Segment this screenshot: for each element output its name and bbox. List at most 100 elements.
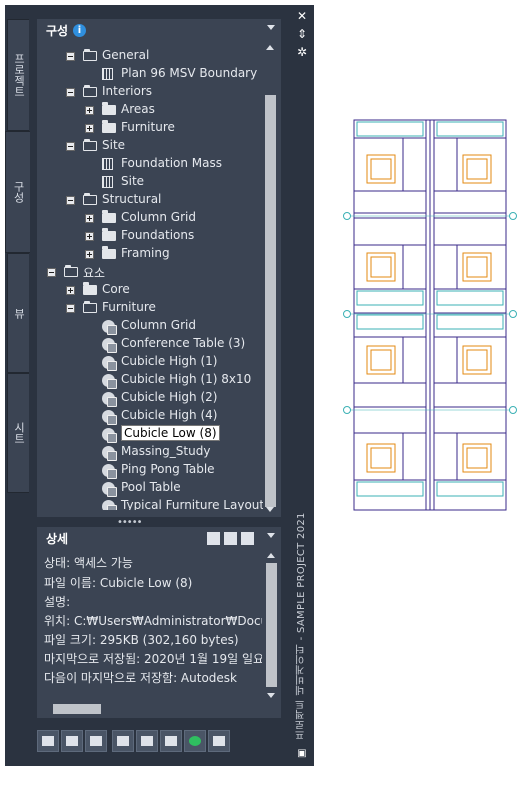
detail-scroll-up-icon[interactable] bbox=[267, 553, 275, 558]
tree-item-label: Typical Furniture Layout bbox=[121, 498, 265, 510]
expand-icon[interactable] bbox=[85, 106, 94, 115]
tree-item[interactable]: Cubicle High (2) bbox=[39, 389, 265, 407]
tree-item[interactable]: Cubicle High (1) 8x10 bbox=[39, 371, 265, 389]
collapse-icon[interactable] bbox=[66, 88, 75, 97]
panel-left bbox=[356, 314, 424, 330]
chair bbox=[462, 252, 492, 282]
collapse-icon[interactable] bbox=[66, 52, 75, 61]
tree-item[interactable]: General bbox=[39, 47, 265, 65]
panel-menu-dropdown-icon[interactable] bbox=[267, 25, 275, 30]
desk-left bbox=[353, 190, 427, 214]
chair-seat bbox=[370, 158, 392, 180]
scroll-down-icon[interactable] bbox=[266, 507, 274, 512]
tree-item[interactable]: Structural bbox=[39, 191, 265, 209]
collapse-icon[interactable] bbox=[66, 196, 75, 205]
tree-item-label: 요소 bbox=[83, 266, 106, 280]
tree-item[interactable]: Site bbox=[39, 173, 265, 191]
construct-icon bbox=[102, 158, 113, 170]
tree-item[interactable]: Foundations bbox=[39, 227, 265, 245]
add-element-icon[interactable] bbox=[37, 730, 59, 752]
chair-seat bbox=[466, 158, 488, 180]
tree-item[interactable]: Furniture bbox=[39, 119, 265, 137]
scroll-up-icon[interactable] bbox=[266, 45, 274, 50]
tree-item[interactable]: Cubicle High (4) bbox=[39, 407, 265, 425]
detail-options-icon[interactable] bbox=[241, 532, 254, 545]
splitter-grip[interactable]: ••••• bbox=[117, 517, 142, 528]
folder-open-icon bbox=[64, 265, 78, 277]
chair bbox=[366, 154, 396, 184]
side-partition-right bbox=[433, 244, 458, 290]
element-icon bbox=[102, 446, 117, 461]
detail-scroll-thumb[interactable] bbox=[266, 563, 277, 687]
tree-item-label: Areas bbox=[121, 102, 155, 116]
tree-item-label: Cubicle Low (8) bbox=[121, 425, 220, 441]
tree-item[interactable]: Cubicle High (1) bbox=[39, 353, 265, 371]
tab-project[interactable]: 프로젝트 bbox=[7, 19, 29, 131]
table-icon[interactable] bbox=[160, 730, 182, 752]
tree-item[interactable]: Typical Furniture Layout bbox=[39, 497, 265, 510]
collapse-icon[interactable] bbox=[66, 142, 75, 151]
tab-views[interactable]: 뷰 bbox=[7, 253, 29, 373]
properties-menu-icon[interactable]: ✲ bbox=[296, 45, 308, 59]
tree-item[interactable]: Plan 96 MSV Boundary bbox=[39, 65, 265, 83]
palette-resize-icon[interactable]: ▣ bbox=[297, 748, 307, 759]
folder-open-icon bbox=[83, 49, 97, 61]
tree-item[interactable]: 요소 bbox=[39, 263, 265, 281]
tree-item[interactable]: Foundation Mass bbox=[39, 155, 265, 173]
tree-item[interactable]: Column Grid bbox=[39, 209, 265, 227]
tree-item[interactable]: Areas bbox=[39, 101, 265, 119]
detail-hscroll-thumb[interactable] bbox=[53, 704, 101, 714]
new-element-icon[interactable] bbox=[61, 730, 83, 752]
tree-item[interactable]: Cubicle Low (8) bbox=[39, 425, 265, 443]
side-tabs: 프로젝트 구성 뷰 시트 bbox=[5, 19, 30, 499]
tree-item[interactable]: Massing_Study bbox=[39, 443, 265, 461]
detail-vertical-scrollbar[interactable] bbox=[264, 549, 279, 703]
detail-file-name: 파일 이름: Cubicle Low (8) bbox=[44, 576, 193, 590]
tree-item[interactable]: Framing bbox=[39, 245, 265, 263]
tree-item-label: Core bbox=[102, 282, 130, 296]
expand-icon[interactable] bbox=[85, 124, 94, 133]
pin-icon[interactable]: ⇕ bbox=[296, 27, 308, 41]
detail-view-icon[interactable] bbox=[224, 532, 237, 545]
tab-sheets-label: 시트 bbox=[12, 422, 26, 444]
panel-right bbox=[436, 314, 504, 330]
tree-item[interactable]: Interiors bbox=[39, 83, 265, 101]
tree-item[interactable]: Conference Table (3) bbox=[39, 335, 265, 353]
connector-right bbox=[509, 212, 517, 220]
info-icon[interactable]: i bbox=[73, 24, 86, 37]
xref-icon[interactable] bbox=[136, 730, 158, 752]
side-partition-left bbox=[402, 137, 427, 192]
tree-panel-title: 구성 bbox=[46, 24, 69, 38]
side-partition-left bbox=[402, 336, 427, 384]
detail-horizontal-scrollbar[interactable] bbox=[39, 701, 267, 716]
tab-constructs[interactable]: 구성 bbox=[5, 131, 30, 253]
tree-item[interactable]: Furniture bbox=[39, 299, 265, 317]
expand-icon[interactable] bbox=[85, 214, 94, 223]
tree-item-label: Cubicle High (4) bbox=[121, 408, 218, 422]
expand-icon[interactable] bbox=[85, 232, 94, 241]
tree-item[interactable]: Ping Pong Table bbox=[39, 461, 265, 479]
tree-item[interactable]: Site bbox=[39, 137, 265, 155]
refresh-icon[interactable] bbox=[184, 730, 206, 752]
tree-item-label: General bbox=[102, 48, 150, 62]
tree-vertical-scrollbar[interactable] bbox=[263, 41, 278, 517]
detail-scroll-down-icon[interactable] bbox=[267, 693, 275, 698]
collapse-icon[interactable] bbox=[66, 304, 75, 313]
preview-icon[interactable] bbox=[207, 532, 220, 545]
attach-icon[interactable] bbox=[112, 730, 134, 752]
chair-seat bbox=[466, 256, 488, 278]
copy-element-icon[interactable] bbox=[85, 730, 107, 752]
tree-item[interactable]: Core bbox=[39, 281, 265, 299]
properties-icon[interactable] bbox=[208, 730, 230, 752]
expand-icon[interactable] bbox=[85, 250, 94, 259]
tree-scroll-thumb[interactable] bbox=[265, 95, 276, 507]
expand-icon[interactable] bbox=[66, 286, 75, 295]
close-icon[interactable]: ✕ bbox=[296, 9, 308, 23]
tab-sheets[interactable]: 시트 bbox=[7, 373, 29, 493]
tree-item[interactable]: Column Grid bbox=[39, 317, 265, 335]
tree-item[interactable]: Pool Table bbox=[39, 479, 265, 497]
tree-item-label: Site bbox=[102, 138, 126, 152]
collapse-icon[interactable] bbox=[47, 268, 56, 277]
detail-menu-dropdown-icon[interactable] bbox=[267, 533, 275, 538]
